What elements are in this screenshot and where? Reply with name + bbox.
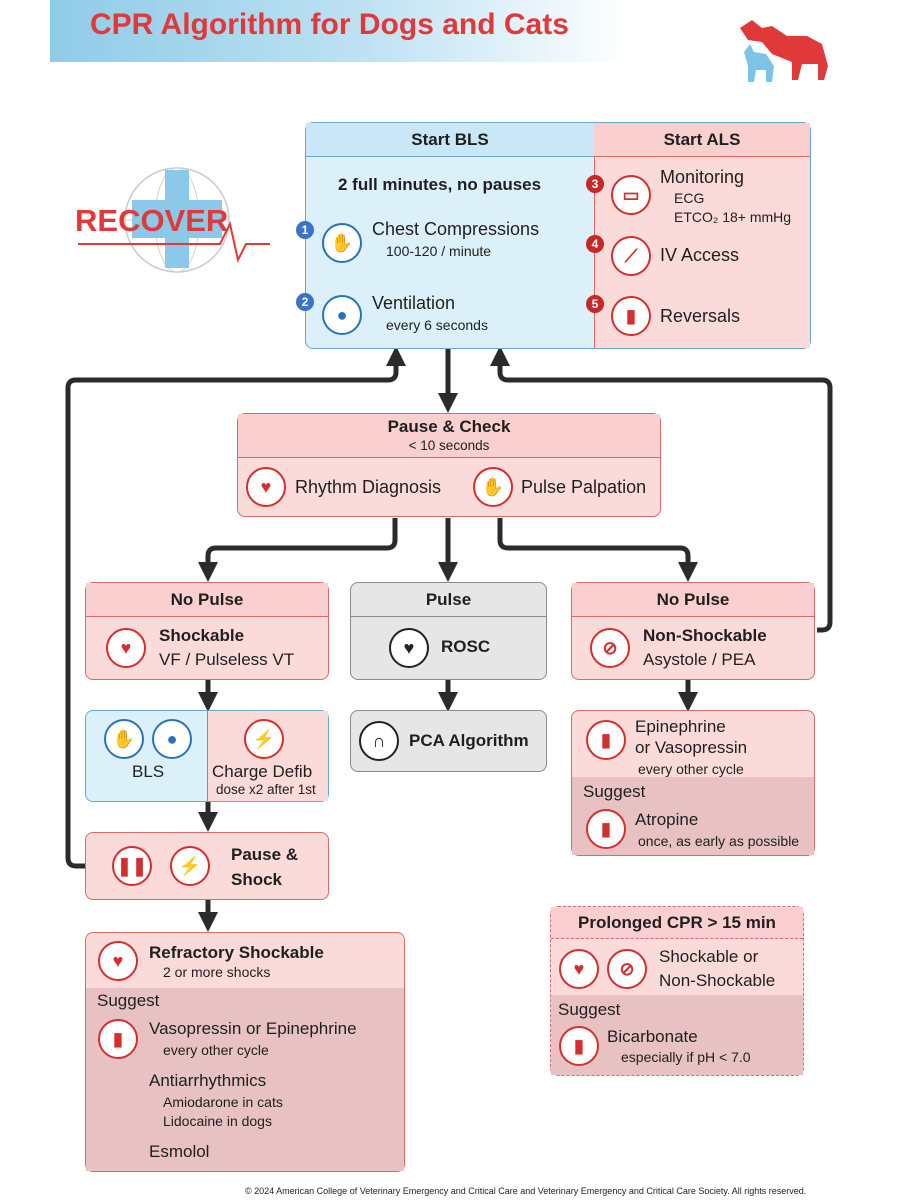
pca-algorithm-title: PCA Algorithm (409, 731, 529, 750)
ambu-bag-icon: ● (322, 295, 362, 335)
step-1-badge: 1 (296, 221, 314, 239)
antiarrhythmics-dogs: Lidocaine in dogs (163, 1113, 272, 1129)
epinephrine-box: ▮ Epinephrine or Vasopressin every other… (571, 710, 815, 856)
reversals-title: Reversals (660, 306, 741, 326)
heart-slash-icon: ⊘ (590, 628, 630, 668)
broken-heart-icon: ♥ (559, 949, 599, 989)
shockable-title: Shockable (159, 626, 245, 645)
bls-header: Start BLS (306, 123, 594, 157)
bls-charge-defib-box: ✋ ● BLS ⚡ Charge Defib dose x2 after 1st (85, 710, 329, 802)
esmolol-title: Esmolol (149, 1142, 210, 1161)
monitoring-title: Monitoring (660, 167, 745, 187)
nonshockable-detail: Asystole / PEA (643, 650, 756, 669)
epinephrine-detail: every other cycle (638, 761, 744, 777)
vial-icon: ▮ (559, 1026, 599, 1066)
hands-icon: ✋ (104, 719, 144, 759)
als-header: Start ALS (594, 123, 810, 157)
bls-label: BLS (132, 762, 165, 781)
refractory-shockable-box: ♥ Refractory Shockable 2 or more shocks … (85, 932, 405, 1172)
monitor-icon: ▭ (611, 175, 651, 215)
no-pulse-shockable-header: No Pulse (86, 583, 328, 617)
refractory-suggest-panel (86, 988, 404, 1171)
step-5-badge: 5 (586, 295, 604, 313)
no-pulse-nonshockable-box: No Pulse ⊘ Non-Shockable Asystole / PEA (571, 582, 815, 680)
epinephrine-suggest-label: Suggest (583, 782, 646, 801)
rosc-title: ROSC (441, 637, 491, 656)
defibrillator-icon: ⚡ (170, 846, 210, 886)
pause-shock-box: ❚❚ ⚡ Pause & Shock (85, 832, 329, 900)
no-pulse-nonshockable-header: No Pulse (572, 583, 814, 617)
prolonged-suggest-label: Suggest (558, 1000, 621, 1019)
step-3-badge: 3 (586, 175, 604, 193)
epinephrine-line1: Epinephrine (635, 717, 726, 736)
heart-slash-icon: ⊘ (607, 949, 647, 989)
pulse-rosc-box: Pulse ♥ ROSC (350, 582, 547, 680)
ambu-bag-icon: ● (152, 719, 192, 759)
syringe-icon: ⟋ (611, 236, 651, 276)
title-banner (50, 0, 630, 62)
chest-compressions-detail: 100-120 / minute (386, 243, 492, 259)
iv-access-title: IV Access (660, 245, 740, 265)
refractory-title: Refractory Shockable (149, 943, 324, 962)
charge-defib-label: Charge Defib (212, 762, 313, 781)
shockable-detail: VF / Pulseless VT (159, 650, 295, 669)
nonshockable-title: Non-Shockable (643, 626, 767, 645)
vial-icon: ▮ (586, 809, 626, 849)
pause-icon: ❚❚ (112, 846, 152, 886)
pulse-palpation-label: Pulse Palpation (521, 477, 647, 497)
pulse-header: Pulse (351, 583, 546, 617)
antiarrhythmics-cats: Amiodarone in cats (163, 1094, 283, 1110)
pause-shock-line1: Pause & (231, 845, 299, 864)
ventilation-detail: every 6 seconds (386, 317, 488, 333)
heart-rhythm-icon: ♥ (246, 467, 286, 507)
refractory-drug1: Vasopressin or Epinephrine (149, 1019, 357, 1038)
page-title: CPR Algorithm for Dogs and Cats (90, 8, 569, 41)
refractory-drug1-detail: every other cycle (163, 1042, 269, 1058)
refractory-suggest-label: Suggest (97, 991, 160, 1010)
bicarbonate-detail: especially if pH < 7.0 (621, 1049, 751, 1065)
pca-algorithm-box: ∩ PCA Algorithm (350, 710, 547, 772)
prolonged-cpr-box: Prolonged CPR > 15 min ♥ ⊘ Shockable or … (550, 906, 804, 1076)
no-pulse-shockable-box: No Pulse ♥ Shockable VF / Pulseless VT (85, 582, 329, 680)
pause-check-header: Pause & Check < 10 seconds (238, 414, 660, 458)
pause-shock-line2: Shock (231, 870, 283, 889)
antiarrhythmics-title: Antiarrhythmics (149, 1071, 267, 1090)
stethoscope-icon: ∩ (359, 721, 399, 761)
vial-icon: ▮ (586, 720, 626, 760)
monitoring-ecg: ECG (674, 190, 705, 206)
chest-compressions-title: Chest Compressions (372, 219, 540, 239)
bls-subtitle: 2 full minutes, no pauses (338, 175, 542, 194)
broken-heart-icon: ♥ (98, 941, 138, 981)
pulse-palpation-icon: ✋ (473, 467, 513, 507)
step-4-badge: 4 (586, 235, 604, 253)
pause-check-subtitle: < 10 seconds (408, 438, 490, 453)
recover-logo-icon (78, 167, 270, 273)
rhythm-diagnosis-label: Rhythm Diagnosis (295, 477, 442, 497)
step-2-badge: 2 (296, 293, 314, 311)
charge-defib-dose: dose x2 after 1st (216, 782, 316, 797)
vial-icon: ▮ (98, 1019, 138, 1059)
heart-icon: ♥ (389, 628, 429, 668)
atropine-detail: once, as early as possible (638, 833, 800, 849)
copyright-footer: © 2024 American College of Veterinary Em… (245, 1186, 807, 1196)
prolonged-cpr-header: Prolonged CPR > 15 min (551, 907, 803, 939)
hands-icon: ✋ (322, 223, 362, 263)
pause-check-box: Pause & Check < 10 seconds ♥ Rhythm Diag… (237, 413, 661, 517)
atropine-title: Atropine (635, 810, 699, 829)
dog-cat-logo-icon (740, 20, 828, 82)
monitoring-etco2: ETCO₂ 18+ mmHg (674, 209, 792, 225)
prolonged-line2: Non-Shockable (659, 971, 776, 990)
pause-check-title: Pause & Check (387, 417, 511, 436)
broken-heart-icon: ♥ (106, 628, 146, 668)
defibrillator-icon: ⚡ (244, 719, 284, 759)
bicarbonate-title: Bicarbonate (607, 1027, 698, 1046)
start-bls-als-box: Start BLS Start ALS 2 full minutes, no p… (296, 122, 811, 349)
ventilation-title: Ventilation (372, 293, 456, 313)
refractory-detail: 2 or more shocks (163, 964, 271, 980)
recover-logo-text: RECOVER (75, 203, 229, 238)
vial-icon: ▮ (611, 296, 651, 336)
prolonged-line1: Shockable or (659, 947, 759, 966)
epinephrine-line2: or Vasopressin (635, 738, 748, 757)
